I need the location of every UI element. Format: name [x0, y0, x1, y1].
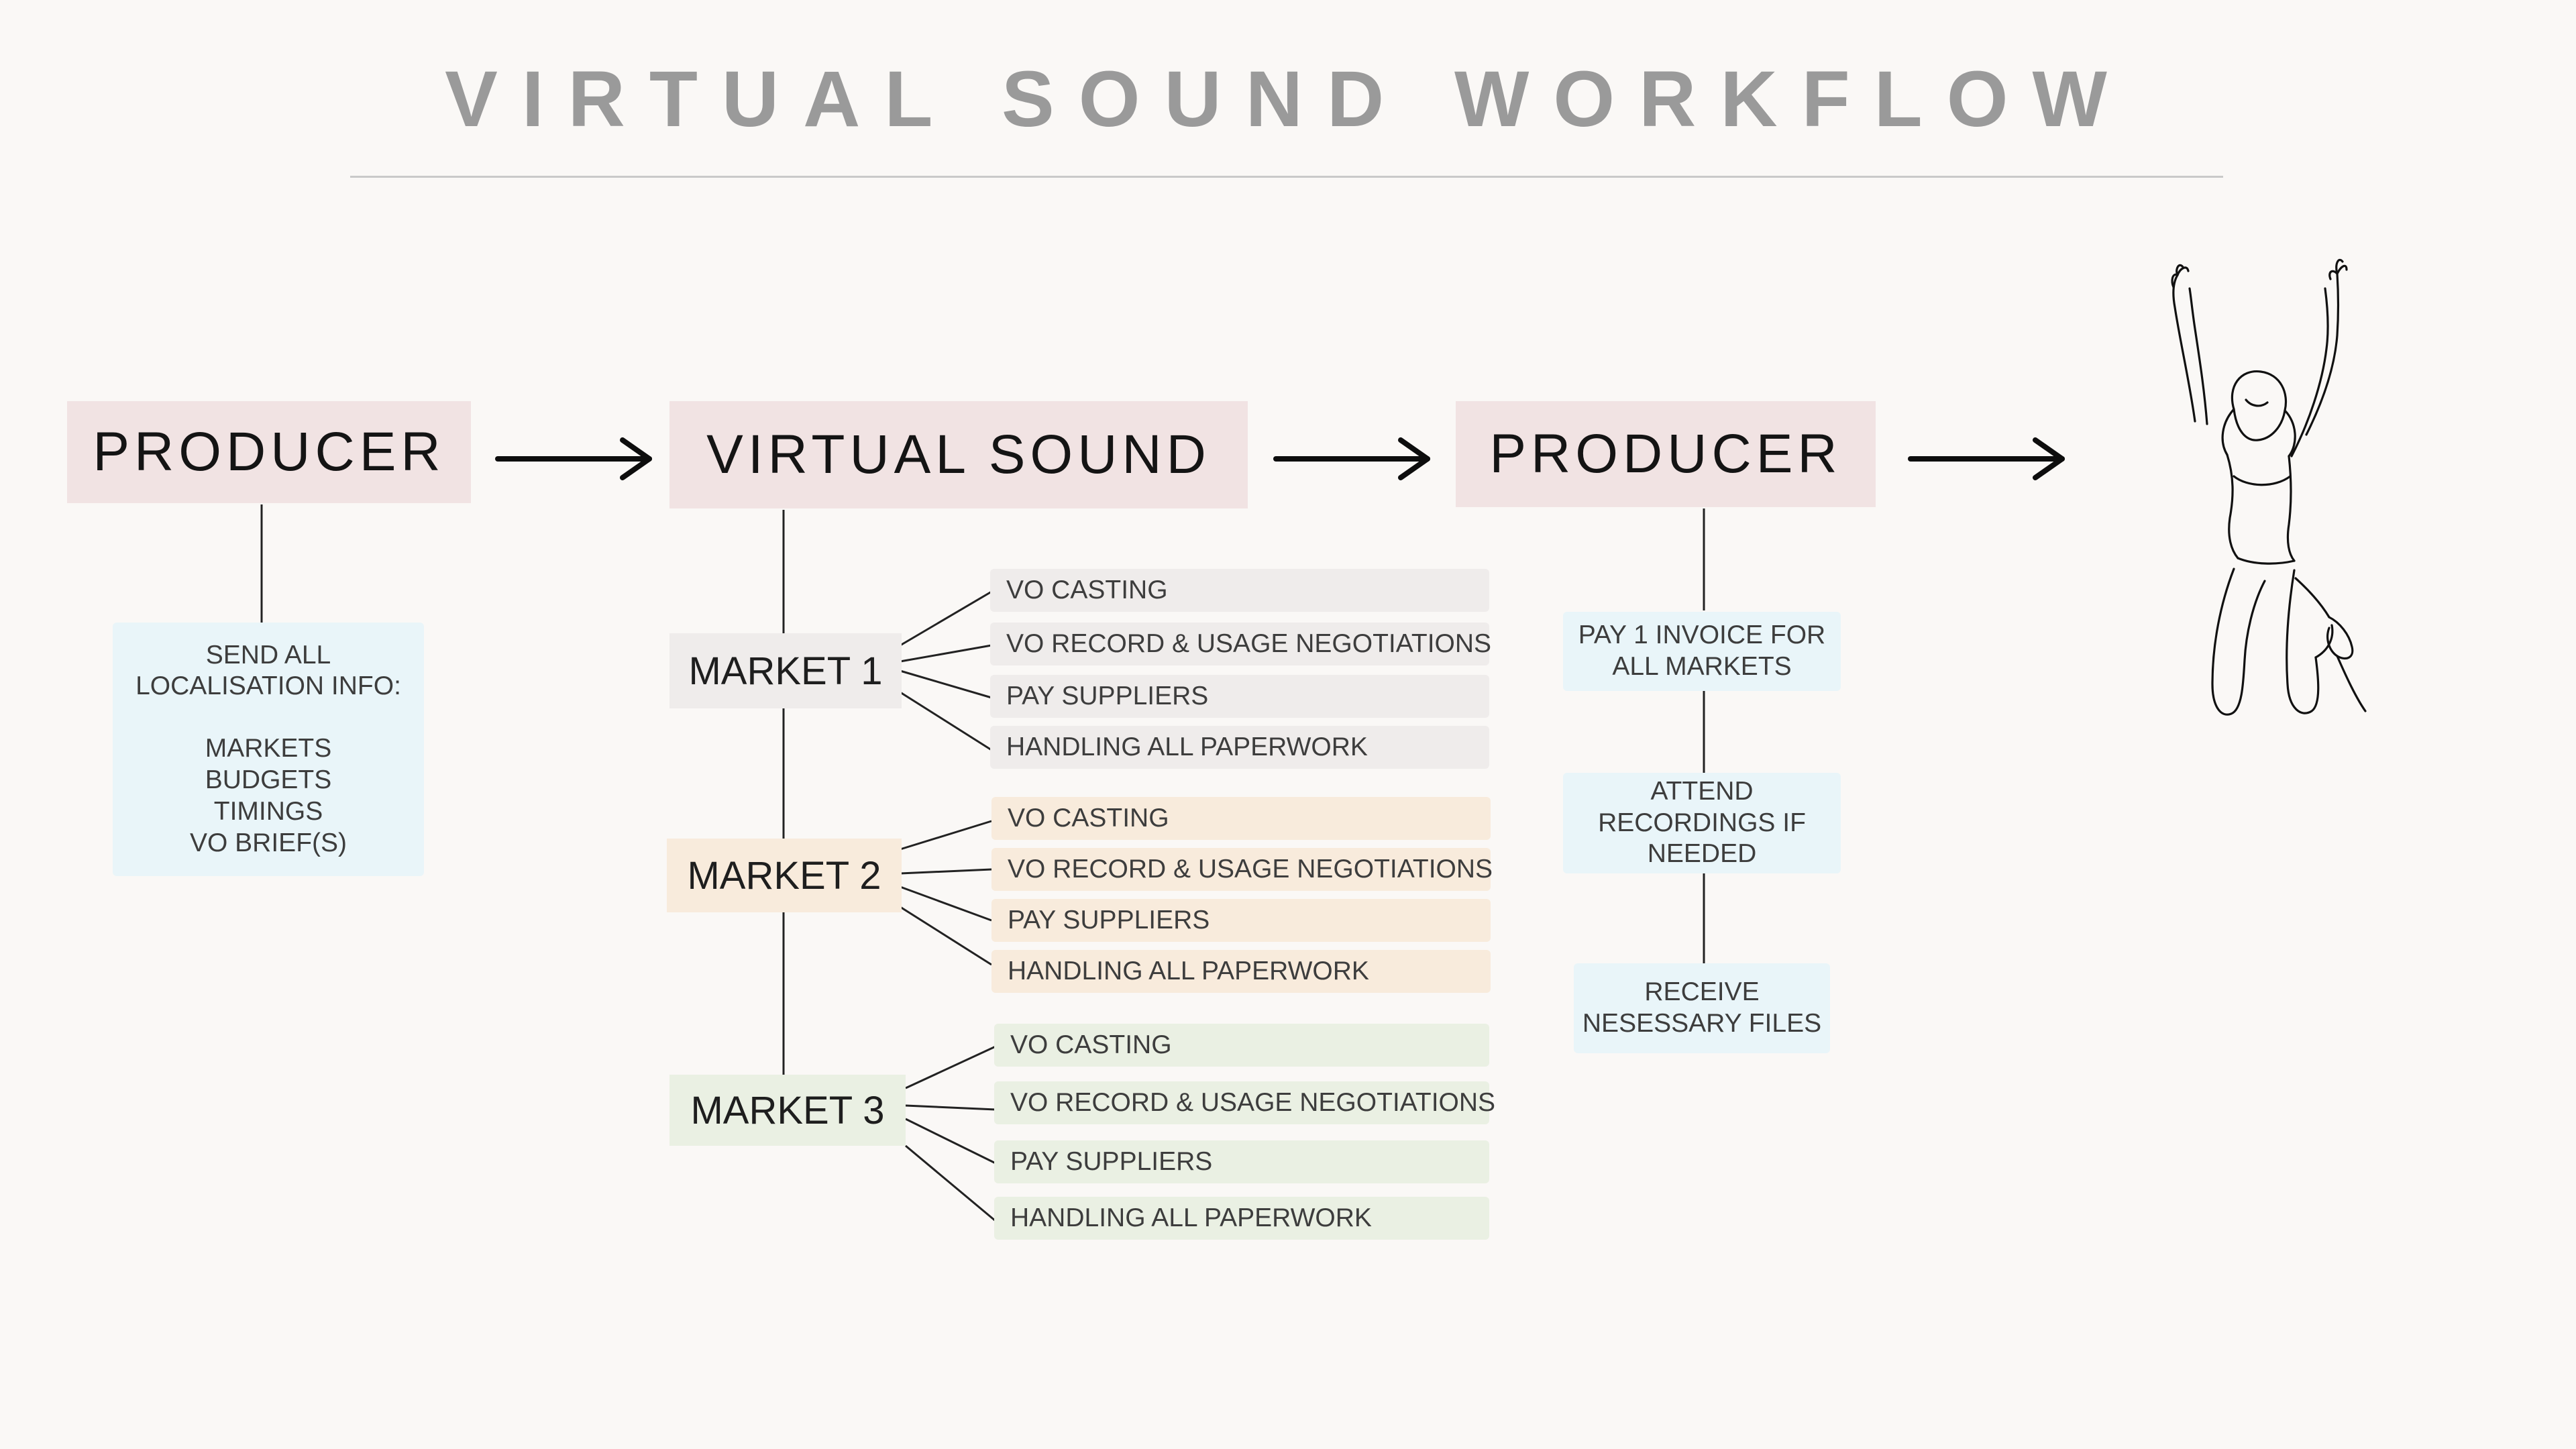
stage-virtual-sound: VIRTUAL SOUND [669, 401, 1248, 508]
brief-item: VO BRIEF(S) [190, 828, 347, 859]
brief-line: LOCALISATION INFO: [136, 671, 401, 702]
step-line: RECORDINGS IF [1598, 808, 1806, 839]
market-1-task: PAY SUPPLIERS [990, 675, 1489, 718]
brief-item: BUDGETS [205, 765, 332, 796]
step-line: RECEIVE [1644, 977, 1759, 1008]
brief-item: TIMINGS [214, 796, 323, 828]
task-label: VO RECORD & USAGE NEGOTIATIONS [1010, 1088, 1495, 1118]
title-divider [350, 176, 2223, 178]
stage-label: VIRTUAL SOUND [706, 423, 1211, 486]
connector-m3-t2 [906, 1106, 996, 1110]
right-arrow-icon [498, 440, 649, 478]
market-1: MARKET 1 [669, 633, 902, 708]
market-label: MARKET 3 [690, 1088, 884, 1133]
producer-step-invoice: PAY 1 INVOICE FOR ALL MARKETS [1563, 612, 1841, 691]
market-2-task: VO CASTING [991, 797, 1491, 840]
step-line: NESESSARY FILES [1582, 1008, 1821, 1040]
task-label: PAY SUPPLIERS [1006, 682, 1208, 711]
market-1-task: VO CASTING [990, 569, 1489, 612]
market-3-task: PAY SUPPLIERS [994, 1140, 1489, 1183]
market-1-task: VO RECORD & USAGE NEGOTIATIONS [990, 623, 1489, 665]
connector-m3-t3 [906, 1119, 996, 1163]
task-label: VO CASTING [1006, 576, 1168, 605]
market-label: MARKET 1 [688, 649, 882, 694]
market-3-task: VO CASTING [994, 1024, 1489, 1067]
step-line: PAY 1 INVOICE FOR [1578, 620, 1825, 651]
task-label: VO RECORD & USAGE NEGOTIATIONS [1006, 629, 1491, 659]
connector-m1-t1 [900, 592, 991, 645]
task-label: PAY SUPPLIERS [1010, 1147, 1212, 1177]
right-arrow-icon [1276, 440, 1428, 478]
producer-brief-box: SEND ALL LOCALISATION INFO: MARKETS BUDG… [113, 623, 424, 876]
task-label: VO CASTING [1008, 804, 1169, 833]
market-2-task: PAY SUPPLIERS [991, 899, 1491, 942]
jumping-person-illustration [2133, 255, 2415, 751]
task-label: HANDLING ALL PAPERWORK [1010, 1203, 1372, 1233]
stage-producer-start: PRODUCER [67, 401, 471, 503]
producer-step-files: RECEIVE NESESSARY FILES [1574, 963, 1830, 1053]
right-arrow-icon [1911, 440, 2062, 478]
connector-m2-t4 [900, 907, 991, 965]
market-2-task: HANDLING ALL PAPERWORK [991, 950, 1491, 993]
step-line: ALL MARKETS [1612, 651, 1791, 683]
task-label: HANDLING ALL PAPERWORK [1006, 733, 1368, 762]
producer-step-recordings: ATTEND RECORDINGS IF NEEDED [1563, 773, 1841, 873]
brief-line: SEND ALL [206, 640, 331, 672]
market-2-task: VO RECORD & USAGE NEGOTIATIONS [991, 848, 1491, 891]
task-label: VO CASTING [1010, 1030, 1172, 1060]
connector-m2-t3 [900, 887, 991, 920]
task-label: HANDLING ALL PAPERWORK [1008, 957, 1369, 986]
connector-m2-t1 [900, 821, 991, 849]
stage-label: PRODUCER [1489, 423, 1841, 486]
market-label: MARKET 2 [687, 853, 881, 898]
stage-producer-end: PRODUCER [1456, 401, 1876, 507]
task-label: PAY SUPPLIERS [1008, 906, 1210, 935]
step-line: NEEDED [1648, 839, 1757, 870]
market-2: MARKET 2 [667, 839, 902, 912]
connector-m1-t4 [900, 692, 991, 750]
market-3-task: VO RECORD & USAGE NEGOTIATIONS [994, 1081, 1489, 1124]
market-1-task: HANDLING ALL PAPERWORK [990, 726, 1489, 769]
connector-m3-t1 [906, 1046, 996, 1088]
page-title: VIRTUAL SOUND WORKFLOW [0, 54, 2576, 145]
connector-m1-t3 [900, 671, 991, 698]
connector-m3-t4 [906, 1146, 996, 1221]
stage-label: PRODUCER [93, 421, 445, 484]
brief-item: MARKETS [205, 733, 332, 765]
market-3-task: HANDLING ALL PAPERWORK [994, 1197, 1489, 1240]
market-3: MARKET 3 [669, 1075, 906, 1146]
connector-m2-t2 [900, 869, 991, 873]
connector-m1-t2 [900, 645, 991, 661]
task-label: VO RECORD & USAGE NEGOTIATIONS [1008, 855, 1493, 884]
step-line: ATTEND [1650, 776, 1753, 808]
